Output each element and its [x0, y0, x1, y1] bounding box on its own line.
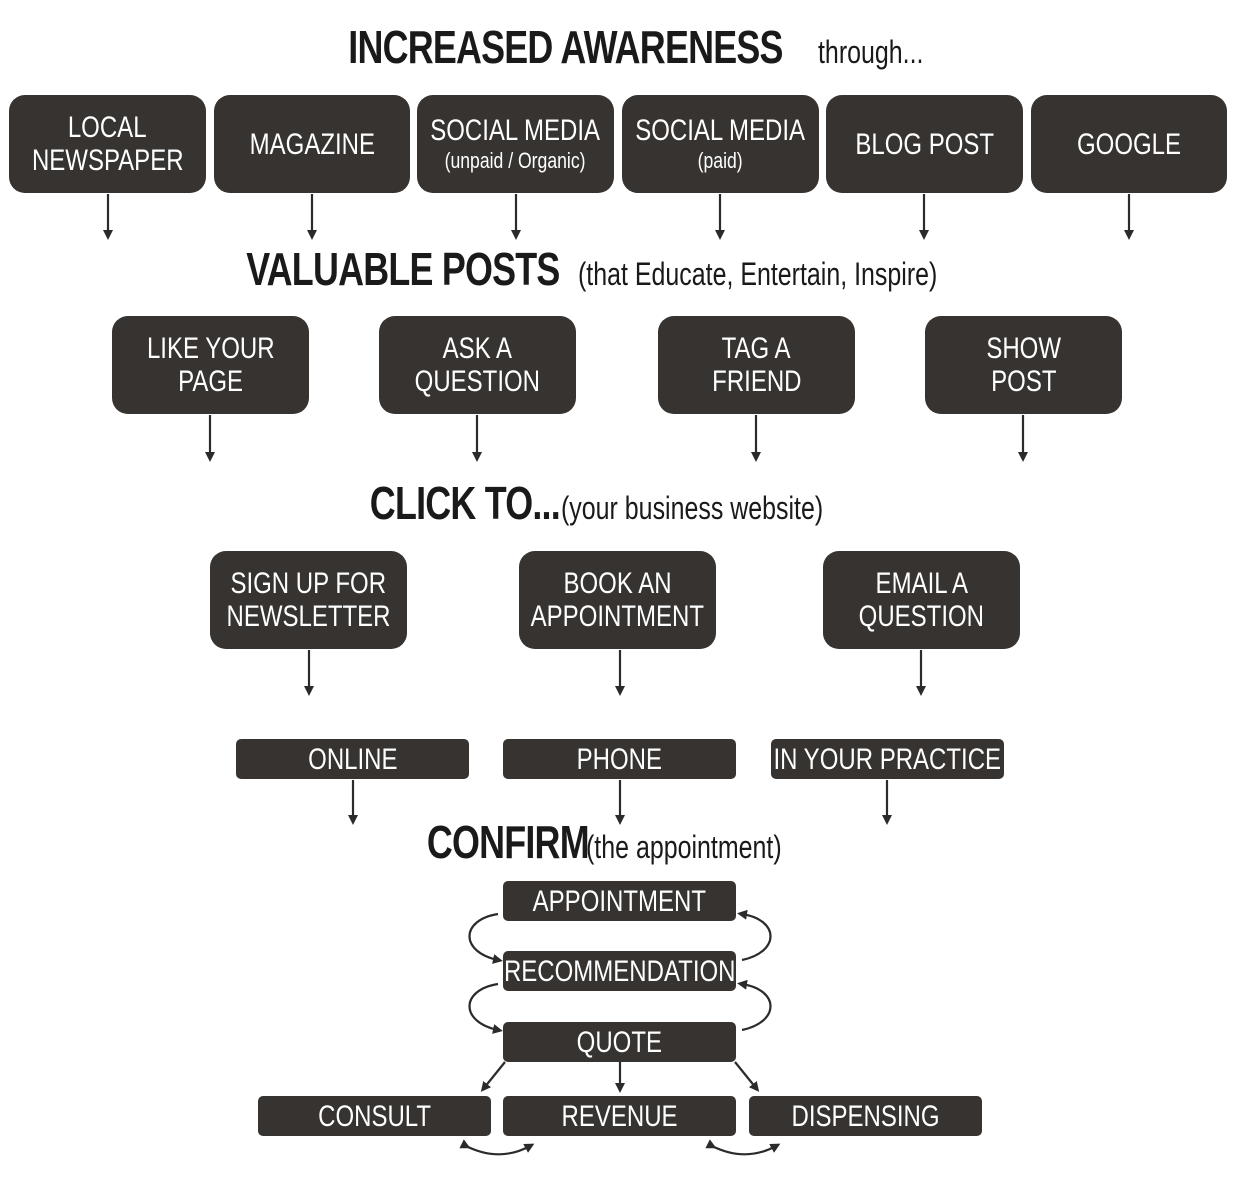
outcome-revenue: REVENUE: [503, 1096, 736, 1136]
arrow-loop: [468, 982, 503, 1034]
click-subtitle: (your business website): [561, 490, 824, 526]
channel-label: ONLINE: [307, 742, 398, 776]
arrow-bidirectional: [459, 1139, 535, 1156]
click-label: QUESTION: [858, 600, 985, 633]
awareness-title: INCREASED AWARENESS: [347, 21, 783, 73]
source-label: SOCIAL MEDIA: [430, 113, 601, 147]
source-label: GOOGLE: [1076, 127, 1182, 161]
step-appointment: APPOINTMENT: [503, 881, 736, 921]
arrow-loop: [468, 912, 503, 964]
channel-label: IN YOUR PRACTICE: [773, 742, 1002, 776]
click-email-question: EMAIL A QUESTION: [823, 551, 1020, 649]
outcome-dispensing: DISPENSING: [749, 1096, 982, 1136]
source-social-media-paid: SOCIAL MEDIA (paid): [622, 95, 819, 193]
posts-subtitle: (that Educate, Entertain, Inspire): [577, 256, 938, 292]
awareness-heading: INCREASED AWARENESS through...: [0, 20, 1240, 74]
post-tag-friend: TAG A FRIEND: [658, 316, 855, 414]
outcome-label: REVENUE: [561, 1099, 678, 1133]
click-heading: CLICK TO... (your business website): [0, 476, 1240, 530]
post-label: QUESTION: [414, 365, 541, 398]
source-label: BLOG POST: [855, 127, 994, 161]
post-like-page: LIKE YOUR PAGE: [112, 316, 309, 414]
post-label: ASK A: [442, 332, 513, 365]
arrow-bidirectional: [705, 1139, 781, 1156]
source-label: LOCAL: [68, 111, 147, 144]
posts-title: VALUABLE POSTS: [245, 243, 560, 295]
click-newsletter: SIGN UP FOR NEWSLETTER: [210, 551, 407, 649]
step-label: APPOINTMENT: [532, 884, 707, 918]
step-recommendation: RECOMMENDATION: [503, 951, 736, 991]
post-label: LIKE YOUR: [146, 332, 275, 365]
confirm-title: CONFIRM: [426, 816, 589, 868]
channel-online: ONLINE: [236, 739, 469, 779]
posts-heading: VALUABLE POSTS (that Educate, Entertain,…: [0, 242, 1240, 296]
confirm-subtitle: (the appointment): [585, 829, 782, 865]
post-label: POST: [990, 365, 1057, 398]
click-label: APPOINTMENT: [530, 600, 705, 633]
post-show-post: SHOW POST: [925, 316, 1122, 414]
arrow-loop: [737, 979, 772, 1032]
post-label: FRIEND: [711, 365, 802, 398]
outcome-label: CONSULT: [318, 1099, 431, 1133]
step-quote: QUOTE: [503, 1022, 736, 1062]
channel-phone: PHONE: [503, 739, 736, 779]
source-local-newspaper: LOCAL NEWSPAPER: [9, 95, 206, 193]
source-label: MAGAZINE: [249, 127, 375, 161]
source-social-media-unpaid: SOCIAL MEDIA (unpaid / Organic): [417, 95, 614, 193]
click-label: NEWSLETTER: [226, 600, 391, 633]
awareness-subtitle: through...: [818, 34, 924, 70]
source-blog-post: BLOG POST: [826, 95, 1023, 193]
click-label: BOOK AN: [563, 567, 672, 600]
source-label: SOCIAL MEDIA: [635, 113, 806, 147]
source-sublabel: (paid): [698, 147, 743, 173]
outcome-label: DISPENSING: [791, 1099, 940, 1133]
source-magazine: MAGAZINE: [214, 95, 410, 193]
outcome-consult: CONSULT: [258, 1096, 491, 1136]
channel-label: PHONE: [576, 742, 663, 776]
click-title: CLICK TO...: [369, 477, 561, 529]
post-label: TAG A: [722, 332, 791, 365]
confirm-heading: CONFIRM (the appointment): [0, 815, 1240, 869]
step-label: RECOMMENDATION: [503, 954, 736, 988]
click-book-appointment: BOOK AN APPOINTMENT: [519, 551, 716, 649]
step-label: QUOTE: [576, 1025, 663, 1059]
click-label: SIGN UP FOR: [230, 567, 387, 600]
arrow-branch: [480, 1061, 506, 1092]
arrow-branch: [734, 1061, 760, 1092]
post-label: SHOW: [986, 332, 1061, 365]
channel-in-practice: IN YOUR PRACTICE: [771, 739, 1004, 779]
source-sublabel: (unpaid / Organic): [445, 147, 586, 173]
post-label: PAGE: [178, 365, 243, 398]
source-label: NEWSPAPER: [31, 144, 184, 177]
source-google: GOOGLE: [1031, 95, 1227, 193]
post-ask-question: ASK A QUESTION: [379, 316, 576, 414]
click-label: EMAIL A: [875, 567, 968, 600]
arrow-loop: [737, 909, 772, 962]
